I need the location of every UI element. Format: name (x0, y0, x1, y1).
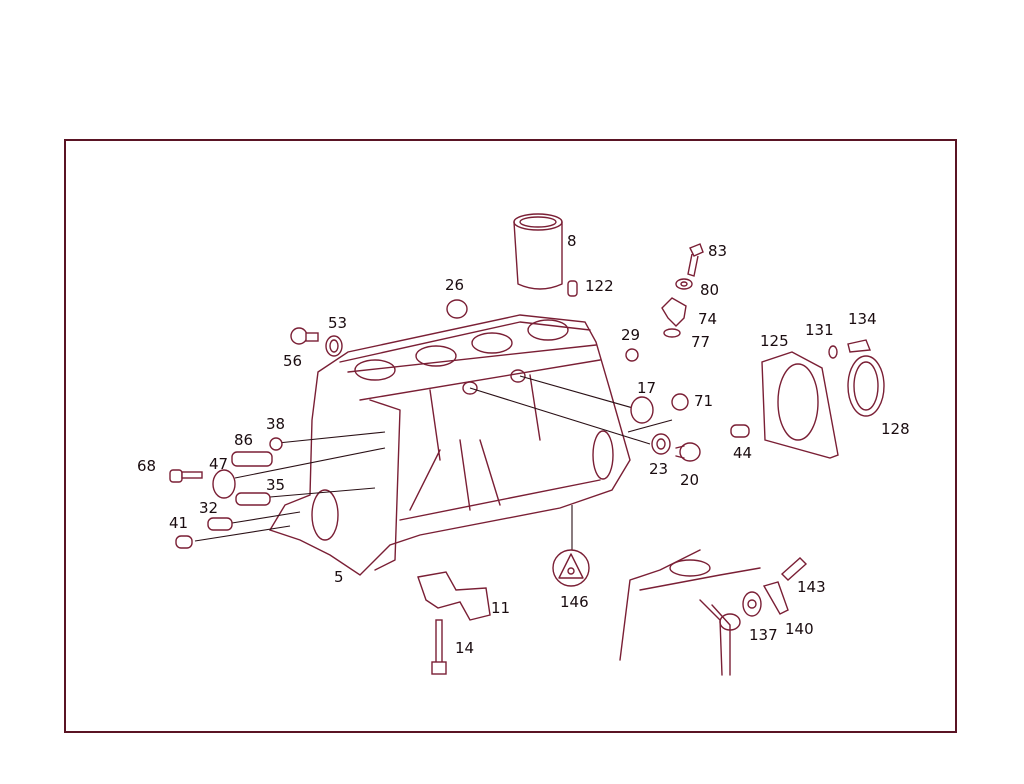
sleeve-part-41[interactable] (175, 535, 193, 549)
part-label-131[interactable]: 131 (805, 321, 834, 339)
part-label-140[interactable]: 140 (785, 620, 814, 638)
ball-part-29[interactable] (625, 348, 639, 362)
part-label-86[interactable]: 86 (234, 431, 254, 449)
part-label-74[interactable]: 74 (698, 310, 718, 328)
bolt-part-83[interactable] (687, 243, 704, 277)
part-label-128[interactable]: 128 (881, 420, 910, 438)
part-label-146[interactable]: 146 (560, 593, 589, 611)
plug-part-26[interactable] (446, 299, 468, 319)
part-label-68[interactable]: 68 (137, 457, 157, 475)
part-label-17[interactable]: 17 (637, 379, 657, 397)
cylinder-liner-part[interactable] (513, 213, 563, 290)
part-label-5[interactable]: 5 (334, 568, 344, 586)
part-label-83[interactable]: 83 (708, 242, 728, 260)
seal-ring-part-128[interactable] (847, 355, 885, 417)
pin-part-32[interactable] (207, 517, 233, 531)
bolt-part-68[interactable] (169, 469, 203, 483)
part-label-125[interactable]: 125 (760, 332, 789, 350)
part-label-11[interactable]: 11 (491, 599, 511, 617)
part-label-14[interactable]: 14 (455, 639, 475, 657)
screw-plug-part-20[interactable] (675, 442, 701, 462)
nut-part-56[interactable] (290, 327, 319, 345)
bearing-cap-part-11[interactable] (417, 571, 491, 621)
part-label-41[interactable]: 41 (169, 514, 189, 532)
seal-ring-part-23[interactable] (651, 433, 671, 455)
part-label-29[interactable]: 29 (621, 326, 641, 344)
part-label-134[interactable]: 134 (848, 310, 877, 328)
washer-part-80[interactable] (675, 278, 693, 290)
plug-part-47[interactable] (212, 469, 236, 499)
part-label-44[interactable]: 44 (733, 444, 753, 462)
bolt-part-134[interactable] (847, 339, 871, 353)
part-label-23[interactable]: 23 (649, 460, 669, 478)
ball-part-38[interactable] (269, 437, 283, 451)
part-label-53[interactable]: 53 (328, 314, 348, 332)
engine-block[interactable] (268, 314, 631, 576)
stud-bolt-part-14[interactable] (431, 619, 447, 675)
part-label-122[interactable]: 122 (585, 277, 614, 295)
part-label-47[interactable]: 47 (209, 455, 229, 473)
block-section-inset (619, 549, 761, 676)
pin-part-35[interactable] (235, 492, 271, 506)
plate-part-146[interactable] (552, 549, 590, 587)
part-label-71[interactable]: 71 (694, 392, 714, 410)
dowel-part-44[interactable] (730, 424, 750, 438)
part-label-80[interactable]: 80 (700, 281, 720, 299)
dowel-pin-part[interactable] (567, 280, 578, 297)
gasket-part-137[interactable] (742, 591, 762, 617)
part-label-8[interactable]: 8 (567, 232, 577, 250)
part-label-38[interactable]: 38 (266, 415, 286, 433)
part-label-77[interactable]: 77 (691, 333, 711, 351)
part-label-20[interactable]: 20 (680, 471, 700, 489)
flange-part-140[interactable] (762, 581, 789, 615)
seal-ring-part-77[interactable] (663, 328, 681, 338)
seal-ring-part-53[interactable] (325, 335, 343, 357)
pin-part-86[interactable] (231, 451, 273, 467)
core-plug-part-17[interactable] (630, 396, 654, 424)
cover-part-125[interactable] (761, 351, 839, 459)
clip-part-131[interactable] (828, 345, 838, 359)
part-label-56[interactable]: 56 (283, 352, 303, 370)
part-label-26[interactable]: 26 (445, 276, 465, 294)
bolt-part-143[interactable] (780, 557, 808, 581)
part-label-143[interactable]: 143 (797, 578, 826, 596)
part-label-35[interactable]: 35 (266, 476, 286, 494)
part-label-32[interactable]: 32 (199, 499, 219, 517)
plug-part-71[interactable] (671, 393, 689, 411)
part-label-137[interactable]: 137 (749, 626, 778, 644)
bracket-part-74[interactable] (661, 297, 687, 327)
